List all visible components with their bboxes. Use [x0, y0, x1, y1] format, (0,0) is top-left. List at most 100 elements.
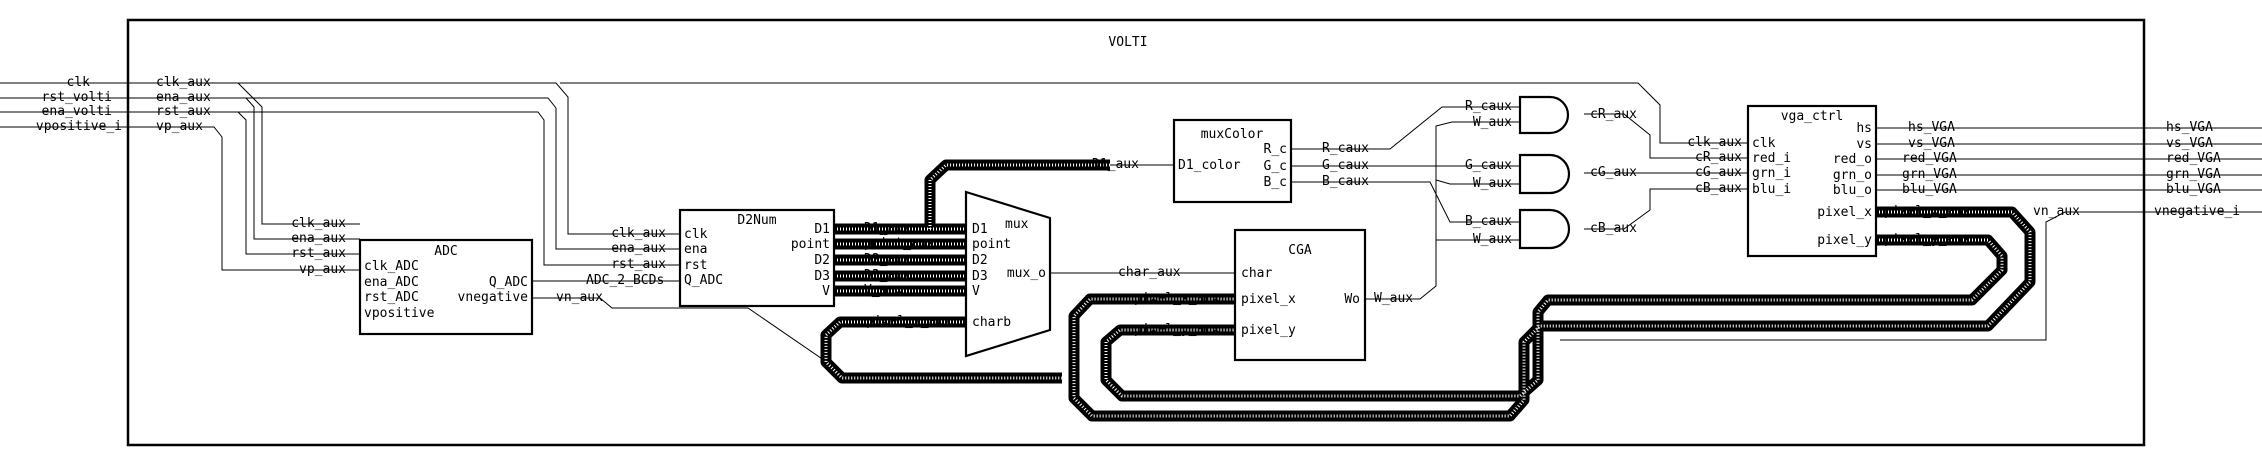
d2num-port-d3: D3 [814, 269, 830, 284]
port-hs-vga: hs_VGA [2166, 120, 2213, 135]
vga-net-pixel-x: pixel_x_aux [1884, 204, 1970, 219]
vga-port-vs: vs [1856, 137, 1872, 152]
adc-port-clk: clk_ADC [364, 259, 419, 274]
muxcolor-net-d1: D1_aux [1092, 157, 1139, 172]
cga-port-wo: Wo [1344, 292, 1360, 307]
and-gate-red [1518, 95, 1570, 135]
adc-port-q: Q_ADC [489, 275, 528, 290]
d2num-net-ena: ena_aux [611, 241, 666, 256]
muxcolor-port-r: R_c [1264, 142, 1287, 157]
mux-port-d2: D2 [972, 253, 988, 268]
d2num-port-v: V [822, 284, 830, 299]
d2num-title: D2Num [737, 213, 776, 228]
muxcolor-title: muxColor [1201, 127, 1264, 142]
vga-net-hs: hs_VGA [1908, 120, 1955, 135]
port-vpositive-i: vpositive_i [36, 119, 122, 134]
port-rst-volti: rst_volti [42, 90, 112, 105]
d2num-net-point: point_aux [864, 236, 935, 251]
net-rst-aux: rst_aux [156, 104, 211, 119]
port-blu-vga: blu_VGA [2166, 182, 2221, 197]
muxcolor-port-d1: D1_color [1178, 158, 1241, 173]
vga-net-red: cR_aux [1695, 150, 1742, 165]
vga-net-blu-o: blu_VGA [1902, 182, 1957, 197]
mux-title: mux [1005, 217, 1029, 232]
d2num-port-q: Q_ADC [684, 273, 723, 288]
vga-net-vs: vs_VGA [1908, 136, 1955, 151]
gate-out-r: cR_aux [1590, 107, 1637, 122]
mux-port-charb: charb [972, 315, 1011, 330]
adc-port-rst: rst_ADC [364, 290, 419, 305]
port-ena-volti: ena_volti [42, 104, 112, 119]
and-gates [1518, 95, 1571, 250]
mux-port-v: V [972, 284, 980, 299]
cga-title: CGA [1288, 243, 1312, 258]
gate-out-b: cB_aux [1590, 221, 1637, 236]
cga-port-char: char [1241, 266, 1272, 281]
vga-net-red-o: red_VGA [1902, 151, 1957, 166]
bus-wires [820, 159, 2036, 422]
port-grn-vga: grn_VGA [2166, 167, 2221, 182]
adc-net-ena: ena_aux [291, 231, 346, 246]
gate-net-w3: W_aux [1473, 232, 1512, 247]
d2num-net-rst: rst_aux [611, 257, 666, 272]
cga-net-w: W_aux [1374, 291, 1413, 306]
cga-block: CGA char pixel_x pixel_y Wo [1233, 228, 1367, 362]
port-clk: clk [67, 75, 91, 90]
d2num-port-clk: clk [684, 227, 708, 242]
net-vp-aux: vp_aux [156, 119, 203, 134]
adc-port-vnegative: vnegative [458, 290, 529, 305]
vga-ctrl-block: vga_ctrl clk red_i grn_i blu_i hs vs red… [1746, 104, 1878, 258]
vga-port-red-o: red_o [1833, 152, 1872, 167]
gate-net-w1: W_aux [1473, 115, 1512, 130]
d2num-port-rst: rst [684, 258, 707, 273]
port-vnegative-i: vnegative_i [2154, 204, 2240, 219]
d2num-port-d1: D1 [814, 222, 830, 237]
gate-out-g: cG_aux [1590, 165, 1637, 180]
d2num-net-d3: D3_aux [864, 268, 911, 283]
mux-net-char: char_aux [1118, 265, 1181, 280]
mux-port-d1: D1 [972, 222, 988, 237]
vga-port-hs: hs [1856, 121, 1872, 136]
signal-wires [0, 82, 2262, 379]
mux-net-pixel-x: pixel_x_aux [866, 314, 952, 329]
muxcolor-net-b: B_caux [1322, 174, 1369, 189]
gate-net-b: B_caux [1465, 214, 1512, 229]
net-clk-aux: clk_aux [156, 75, 211, 90]
cga-net-pixel-x: pixel_x_aux [1134, 291, 1220, 306]
volti-title: VOLTI [1108, 35, 1147, 50]
mux-block: mux D1 point D2 D3 V charb mux_o [964, 190, 1052, 358]
net-vn-aux-right: vn_aux [2033, 204, 2080, 219]
gate-net-w2: W_aux [1473, 176, 1512, 191]
net-ena-aux: ena_aux [156, 90, 211, 105]
adc-net-rst: rst_aux [291, 246, 346, 261]
volti-frame [126, 18, 2146, 447]
vga-net-grn: cG_aux [1695, 165, 1742, 180]
vga-port-blu-i: blu_i [1752, 182, 1791, 197]
d2num-net-d2: D2_aux [864, 252, 911, 267]
d2num-port-d2: D2 [814, 253, 830, 268]
and-gate-green [1518, 153, 1571, 195]
vga-port-blu-o: blu_o [1833, 183, 1872, 198]
adc-net-clk: clk_aux [291, 216, 346, 231]
vga-port-grn-o: grn_o [1833, 168, 1872, 183]
gate-net-r: R_caux [1465, 99, 1512, 114]
vga-port-red-i: red_i [1752, 151, 1791, 166]
and-gate-blue [1518, 208, 1571, 250]
muxcolor-net-r: R_caux [1322, 141, 1369, 156]
vga-net-clk: clk_aux [1687, 135, 1742, 150]
vga-net-grn-o: grn_VGA [1902, 167, 1957, 182]
vga-port-pixel-x: pixel_x [1817, 205, 1872, 220]
muxcolor-port-b: B_c [1264, 175, 1287, 190]
d2num-net-v: V_aux [864, 283, 903, 298]
adc-net-vp: vp_aux [299, 262, 346, 277]
vga-net-blu: cB_aux [1695, 181, 1742, 196]
mux-port-point: point [972, 237, 1011, 252]
muxcolor-port-g: G_c [1264, 159, 1287, 174]
vga-net-pixel-y: pixel_y_aux [1884, 232, 1970, 247]
mux-port-out: mux_o [1007, 266, 1046, 281]
muxcolor-net-g: G_caux [1322, 158, 1369, 173]
vga-port-pixel-y: pixel_y [1817, 233, 1872, 248]
d2num-net-d1: D1_aux [864, 221, 911, 236]
adc-port-ena: ena_ADC [364, 275, 419, 290]
